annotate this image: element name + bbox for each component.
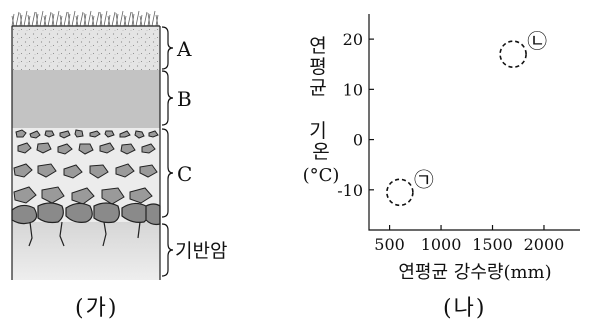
bedrock-cracks	[11, 202, 161, 247]
horizon-braces	[161, 26, 174, 277]
caption-na: (나)	[443, 296, 487, 321]
y-tick-label: 0	[353, 131, 363, 150]
y-axis-label: 연 평 균 기 온	[309, 35, 333, 163]
x-tick-label: 1000	[421, 235, 462, 254]
soil-profile: A B C 기반암	[11, 10, 227, 280]
horizon-label-a: A	[176, 37, 192, 61]
data-points: ㉠㉡	[386, 29, 547, 207]
horizon-b-layer	[12, 70, 160, 128]
data-point-label-1: ㉠	[414, 167, 434, 191]
horizon-label-b: B	[177, 87, 192, 111]
data-point-region-2	[499, 40, 527, 68]
data-point-label-2: ㉡	[527, 29, 547, 53]
tick-marks: -10 0 10 20 500 1000 1500 2000	[337, 30, 564, 254]
x-tick-label: 2000	[524, 235, 565, 254]
y-tick-label: 10	[343, 80, 363, 99]
horizon-a-layer	[12, 26, 160, 70]
x-axis-label: 연평균 강수량(mm)	[398, 262, 551, 283]
soil-profile-outline	[11, 25, 161, 280]
caption-ga: (가)	[75, 296, 119, 321]
y-axis-unit: (°C)	[303, 165, 340, 186]
rock-fragments	[13, 129, 159, 205]
y-tick-label: -10	[337, 181, 363, 200]
grass-layer	[11, 10, 159, 27]
horizon-label-bedrock: 기반암	[175, 240, 227, 262]
y-tick-label: 20	[343, 30, 363, 49]
x-tick-label: 500	[374, 235, 405, 254]
x-tick-label: 1500	[472, 235, 513, 254]
data-point-region-1	[386, 178, 414, 207]
chart-axes	[368, 14, 580, 231]
bedrock-layer	[12, 222, 160, 280]
horizon-label-c: C	[177, 162, 192, 186]
